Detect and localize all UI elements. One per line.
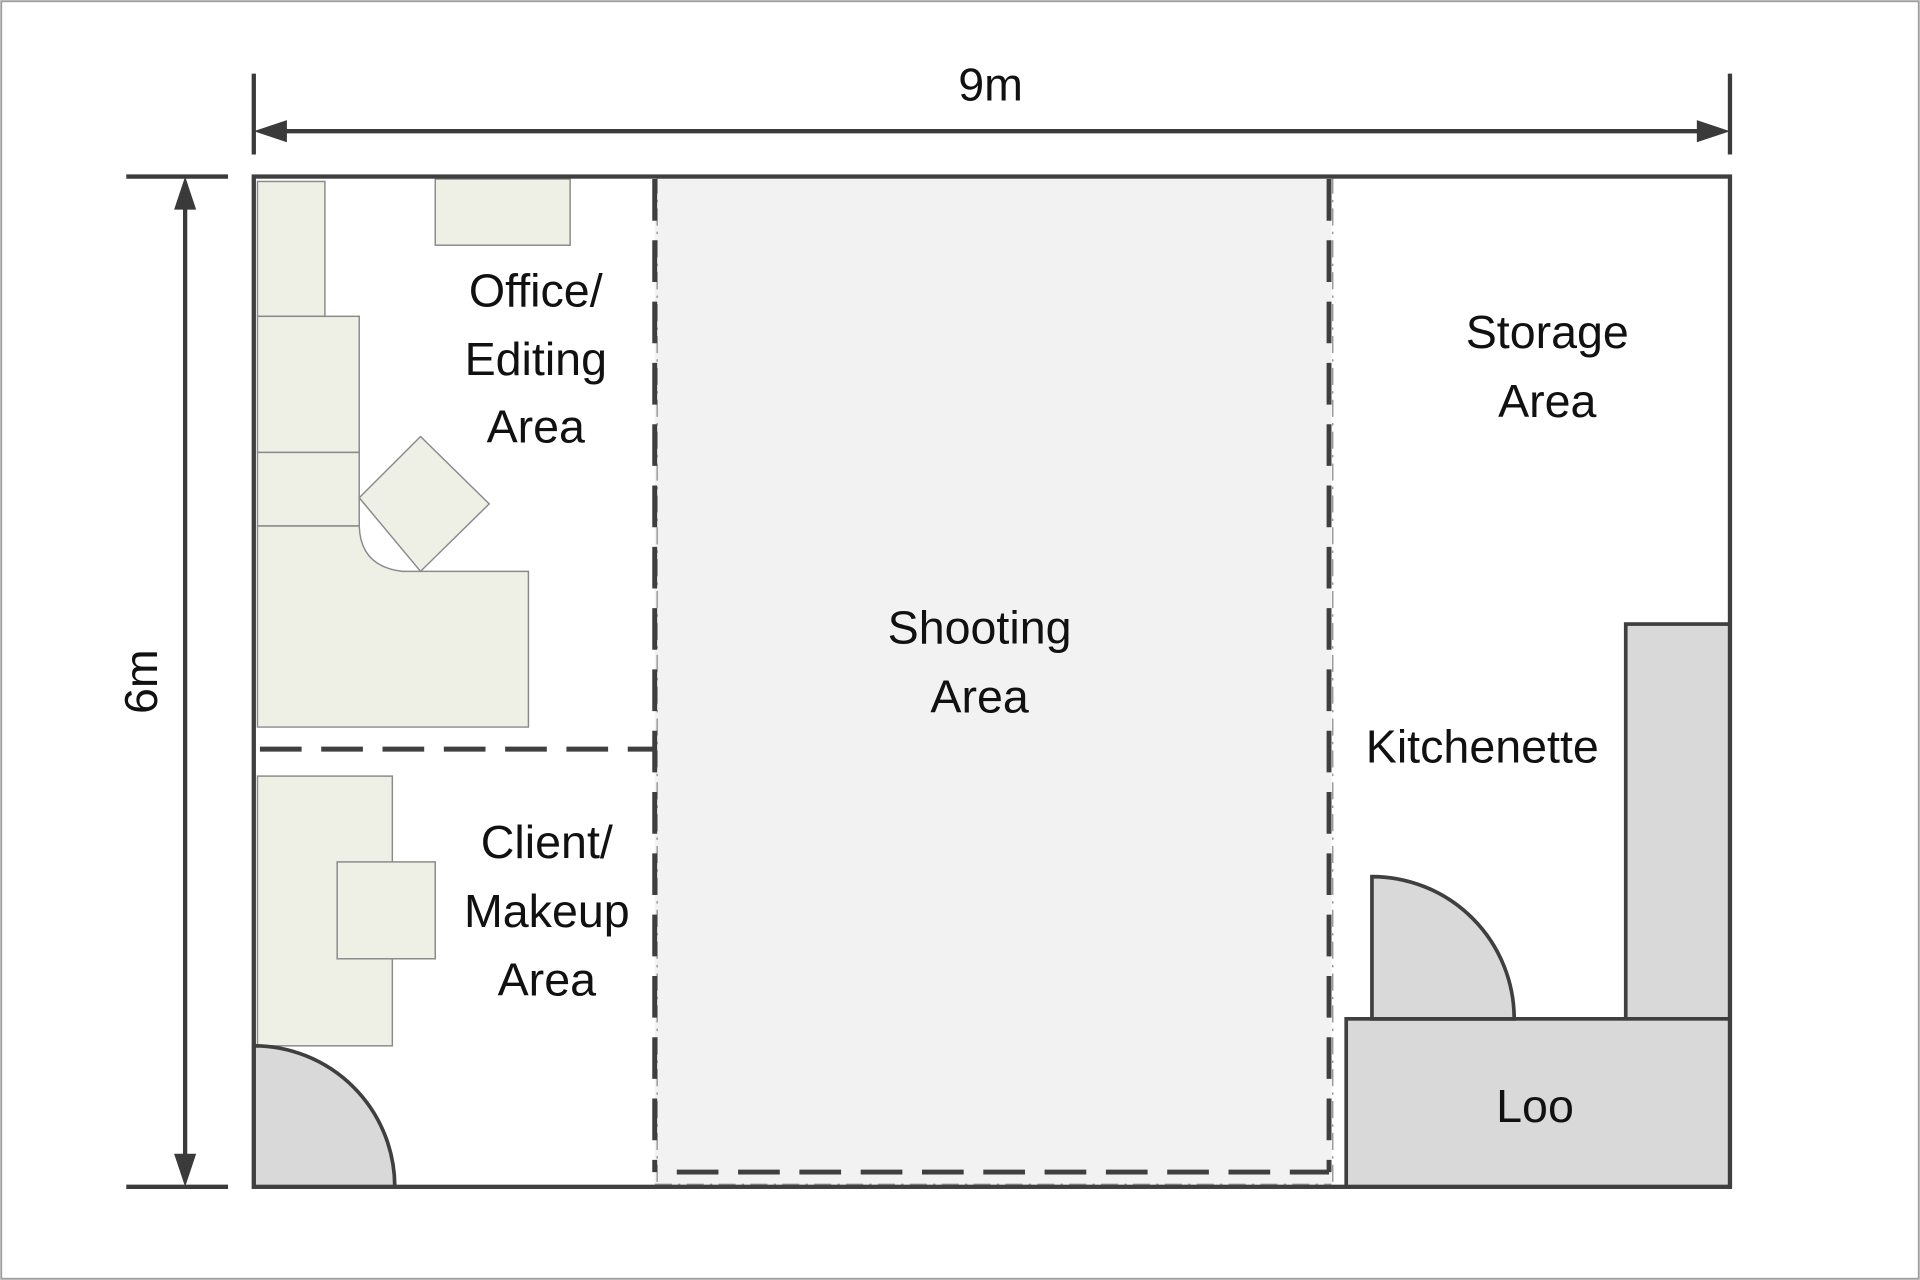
client-label-line-1: Client/ bbox=[481, 816, 613, 868]
office-label-line-1: Office/ bbox=[469, 265, 603, 317]
office-l-desk bbox=[256, 525, 530, 728]
client-label-line-3: Area bbox=[498, 954, 596, 1006]
office-editing-label: Office/ Editing Area bbox=[465, 265, 607, 453]
kitchenette-label: Kitchenette bbox=[1366, 721, 1599, 773]
storage-label-line-2: Area bbox=[1498, 375, 1596, 427]
kitchenette-counter bbox=[1623, 622, 1732, 1021]
width-dimension: 9m bbox=[251, 59, 1733, 155]
loo-door-swing bbox=[1370, 874, 1517, 1021]
storage-label-line-1: Storage bbox=[1466, 306, 1629, 358]
width-label: 9m bbox=[958, 59, 1023, 111]
shooting-area-label: Shooting Area bbox=[888, 602, 1072, 723]
shooting-label-line-2: Area bbox=[930, 670, 1028, 722]
office-label-line-2: Editing bbox=[465, 333, 607, 385]
client-makeup-label: Client/ Makeup Area bbox=[464, 816, 630, 1005]
client-label-line-2: Makeup bbox=[464, 885, 630, 937]
client-furniture bbox=[256, 775, 436, 1047]
width-arrow-right bbox=[1696, 120, 1730, 143]
office-chair bbox=[358, 435, 491, 573]
makeup-chair bbox=[336, 861, 436, 960]
office-shelf bbox=[256, 180, 326, 318]
height-arrow-bottom bbox=[174, 1153, 197, 1187]
office-cabinet bbox=[434, 178, 571, 246]
height-dimension: 6m bbox=[115, 174, 229, 1189]
office-desk-middle bbox=[256, 451, 360, 527]
shooting-area-zone bbox=[654, 176, 1332, 1187]
width-arrow-left bbox=[253, 120, 287, 143]
room-walls bbox=[251, 174, 1733, 1189]
height-label: 6m bbox=[115, 649, 167, 714]
loo-label: Loo bbox=[1496, 1080, 1574, 1132]
partitions bbox=[259, 176, 1334, 1187]
storage-area-label: Storage Area bbox=[1466, 306, 1629, 427]
shooting-label-line-1: Shooting bbox=[888, 602, 1072, 654]
height-arrow-top bbox=[174, 176, 197, 210]
office-desk-upper bbox=[256, 315, 360, 454]
office-label-line-3: Area bbox=[487, 401, 585, 453]
entrance-door-swing bbox=[251, 1043, 397, 1189]
office-furniture bbox=[256, 178, 571, 728]
